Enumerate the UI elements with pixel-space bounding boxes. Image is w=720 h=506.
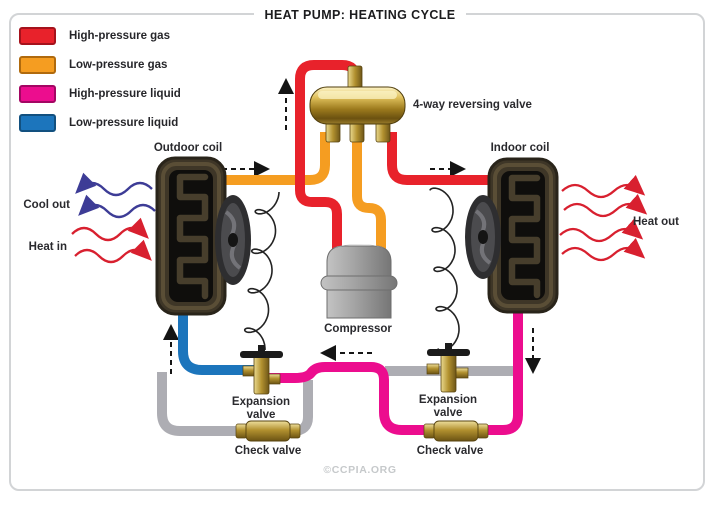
legend: High-pressure gas Low-pressure gas High-…: [19, 27, 181, 144]
left-expansion-valve-label: Expansion valve: [231, 396, 291, 422]
diagram-title: HEAT PUMP: HEATING CYCLE: [0, 6, 720, 24]
legend-item-low-pressure-gas: Low-pressure gas: [19, 56, 181, 74]
right-check-valve-label: Check valve: [416, 445, 484, 457]
outdoor-coil: [155, 156, 227, 316]
left-capillary-tube: [243, 191, 280, 350]
air-arrows: [71, 172, 648, 264]
flow-direction-arrows: [163, 78, 541, 374]
heat-in-label: Heat in: [28, 241, 67, 253]
four-way-reversing-valve: [309, 65, 406, 143]
watermark: ©CCPIA.ORG: [323, 464, 397, 476]
right-expansion-valve-label: Expansion valve: [418, 394, 478, 420]
low-pressure-gas-swatch: [19, 56, 56, 74]
left-check-valve: [235, 420, 301, 442]
low-pressure-gas-outdoor-pipe: [220, 132, 330, 185]
legend-item-high-pressure-gas: High-pressure gas: [19, 27, 181, 45]
indoor-coil-label: Indoor coil: [490, 142, 550, 154]
legend-label: High-pressure liquid: [69, 88, 181, 100]
right-check-valve: [423, 420, 489, 442]
low-pressure-liquid-pipe: [178, 304, 256, 375]
heat-out-arrows: [559, 174, 648, 262]
capillary-tubes: [243, 187, 460, 352]
low-pressure-gas-suction-pipe: [352, 132, 386, 252]
cool-out-arrows: [75, 172, 156, 219]
outdoor-coil-label: Outdoor coil: [153, 142, 223, 154]
legend-item-low-pressure-liquid: Low-pressure liquid: [19, 114, 181, 132]
legend-label: Low-pressure gas: [69, 59, 168, 71]
high-pressure-liquid-pipe: [267, 303, 523, 435]
active-pipes: [178, 60, 523, 435]
legend-label: Low-pressure liquid: [69, 117, 179, 129]
high-pressure-liquid-swatch: [19, 85, 56, 103]
right-capillary-tube: [429, 187, 460, 352]
cool-out-label: Cool out: [23, 199, 70, 211]
high-pressure-gas-indoor-pipe: [387, 132, 499, 185]
right-expansion-valve: [426, 343, 470, 393]
legend-label: High-pressure gas: [69, 30, 170, 42]
low-pressure-liquid-swatch: [19, 114, 56, 132]
heat-in-arrows: [71, 217, 152, 264]
left-expansion-valve: [240, 345, 283, 395]
reversing-valve-label: 4-way reversing valve: [413, 99, 532, 111]
heat-out-label: Heat out: [633, 216, 679, 228]
outdoor-fan: [215, 195, 251, 285]
legend-item-high-pressure-liquid: High-pressure liquid: [19, 85, 181, 103]
compressor: [320, 244, 398, 319]
left-check-valve-label: Check valve: [234, 445, 302, 457]
high-pressure-gas-swatch: [19, 27, 56, 45]
compressor-label: Compressor: [324, 323, 392, 335]
indoor-fan: [465, 195, 501, 279]
